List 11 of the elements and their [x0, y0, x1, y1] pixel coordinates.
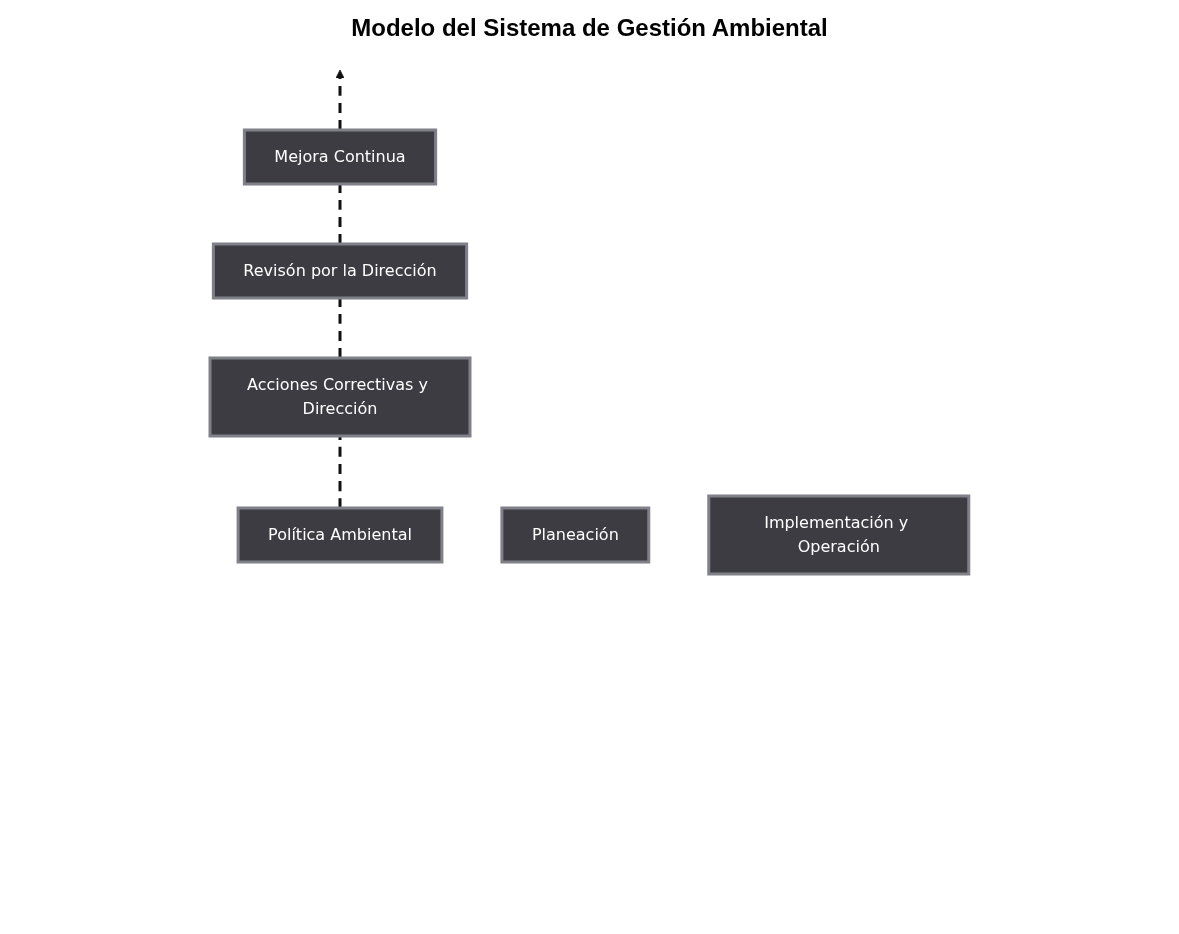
- node-box: Política Ambiental: [236, 506, 444, 564]
- connector: [338, 184, 342, 244]
- node-box: Mejora Continua: [243, 128, 438, 186]
- node-box: Implementación y Operación: [707, 494, 971, 576]
- node-box: Acciones Correctivas y Dirección: [208, 356, 472, 438]
- node-box: Revisón por la Dirección: [212, 242, 469, 300]
- connector: [338, 298, 342, 358]
- node-box: Planeación: [500, 506, 651, 564]
- connector: [338, 436, 342, 508]
- diagram-title: Modelo del Sistema de Gestión Ambiental: [350, 14, 829, 42]
- arrow: [335, 69, 345, 130]
